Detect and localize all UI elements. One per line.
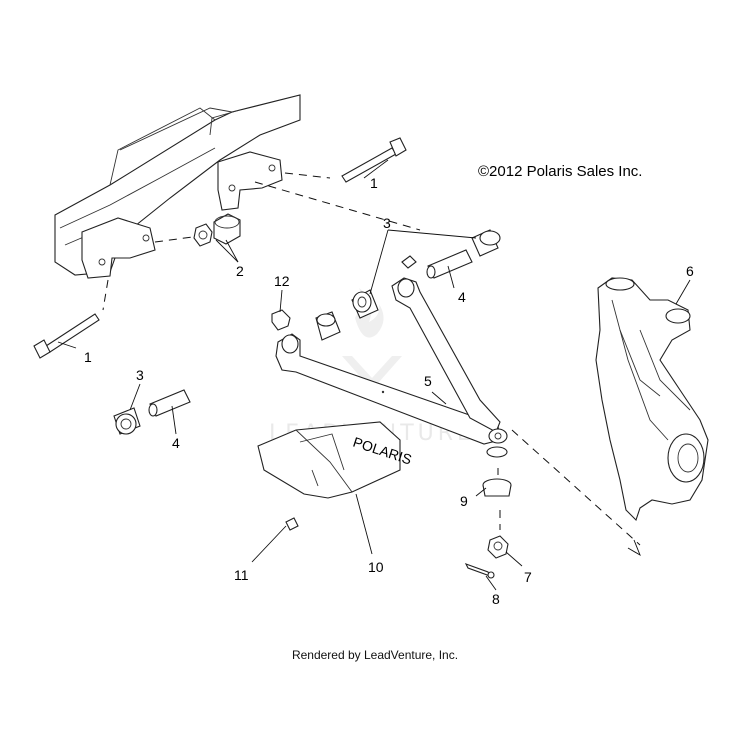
callout-4-lower: 4 [172, 435, 180, 451]
bushing-upper-c [315, 311, 341, 341]
assembly-lines [102, 172, 641, 557]
bushing-upper-a [471, 229, 501, 257]
callout-10: 10 [368, 559, 384, 575]
a-arm-part-5 [275, 277, 508, 445]
callout-labels: 1 1 2 3 3 4 4 5 6 7 8 9 10 11 12 [84, 175, 694, 607]
nuts-part-2 [193, 213, 241, 247]
nut-part-12 [271, 309, 291, 331]
rendered-by-footer: Rendered by LeadVenture, Inc. [291, 648, 459, 662]
callout-8: 8 [492, 591, 500, 607]
frame-chassis [54, 94, 301, 279]
bolt-upper [341, 137, 407, 183]
bushing-lower [113, 407, 141, 435]
callout-2: 2 [236, 263, 244, 279]
callout-1-lower: 1 [84, 349, 92, 365]
callout-11: 11 [234, 567, 249, 583]
callout-leaders [57, 159, 691, 591]
callout-3-upper: 3 [383, 215, 391, 231]
callout-1-upper: 1 [370, 175, 378, 191]
cap-part-9 [482, 446, 512, 497]
callout-9: 9 [460, 493, 468, 509]
sleeve-lower [148, 389, 191, 417]
washer-upper [401, 255, 417, 269]
callout-5: 5 [424, 373, 432, 389]
spindle-part-6 [595, 277, 709, 522]
callout-6: 6 [686, 263, 694, 279]
callout-7: 7 [524, 569, 532, 585]
copyright-text: ©2012 Polaris Sales Inc. [478, 163, 642, 180]
callout-3-lower: 3 [136, 367, 144, 383]
screw-part-11 [285, 517, 299, 531]
nut-part-7 [487, 535, 509, 559]
cotter-pin-part-8 [464, 563, 495, 579]
callout-4-upper: 4 [458, 289, 466, 305]
callout-12: 12 [274, 273, 290, 289]
sleeve-upper [426, 249, 473, 279]
bushing-upper-b [351, 289, 379, 319]
